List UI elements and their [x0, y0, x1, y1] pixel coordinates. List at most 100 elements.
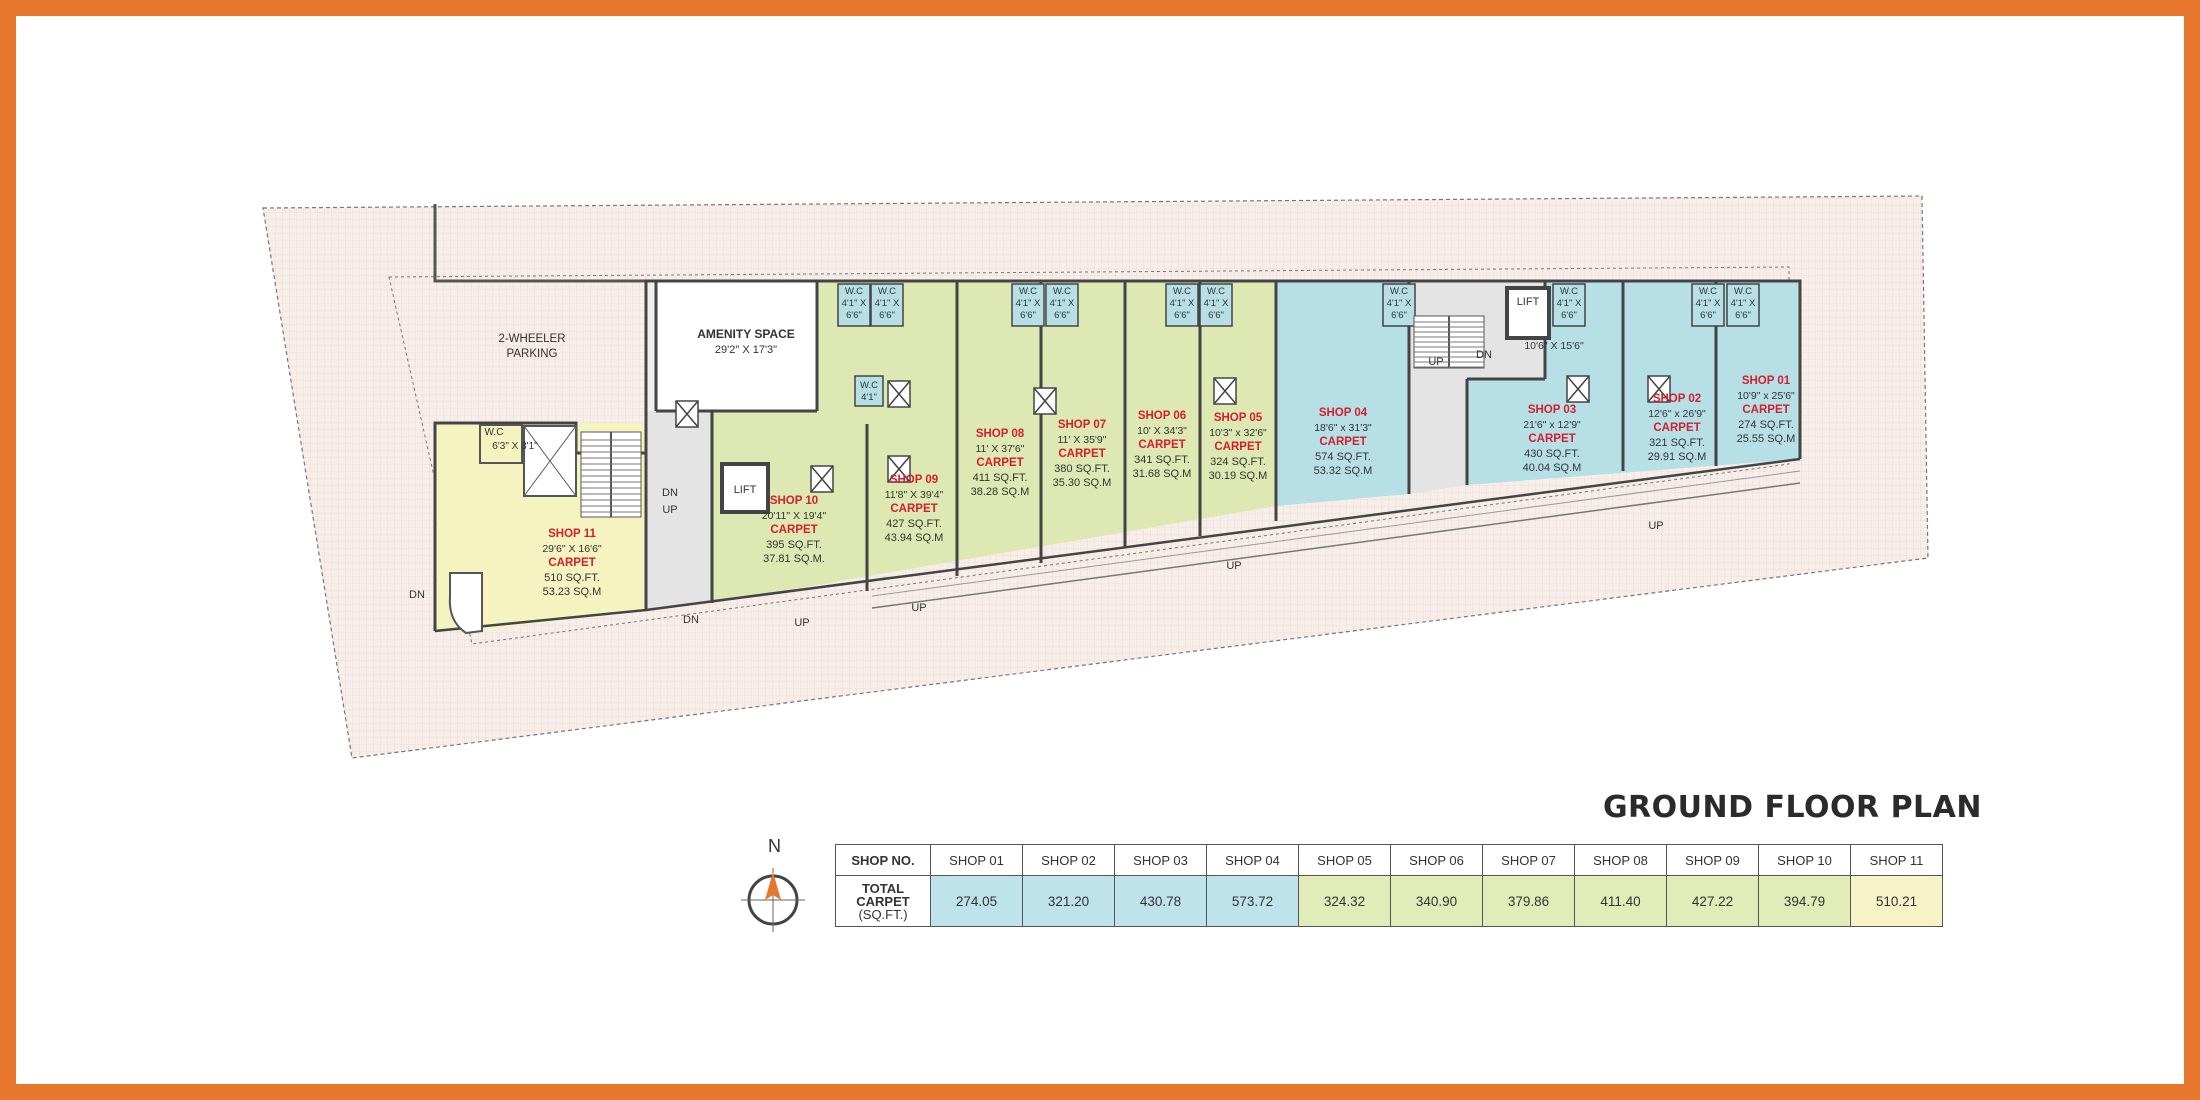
wc-dims-label: 4'1" X — [1387, 298, 1412, 309]
wc-room — [1382, 283, 1416, 327]
shop-dims-label: 10'3" x 32'6" — [1209, 427, 1267, 439]
shop-dims-label: 11' X 37'6" — [976, 443, 1025, 455]
shop-name-label: SHOP 09 — [890, 474, 938, 486]
shop-name-label: SHOP 05 — [1214, 412, 1263, 424]
up-label: UP — [794, 617, 809, 629]
table-value-cell: 510.21 — [1850, 875, 1943, 927]
wc-label: W.C — [878, 286, 896, 297]
table-value-cell: 324.32 — [1298, 875, 1391, 927]
table-value-cell: 321.20 — [1022, 875, 1115, 927]
up-label: UP — [662, 504, 677, 516]
service-shaft — [1033, 387, 1057, 415]
dn-label: DN — [1476, 349, 1492, 361]
shop-sqm-label: 37.81 SQ.M. — [763, 553, 825, 565]
parking-label: PARKING — [507, 348, 558, 360]
table-value-cell: 379.86 — [1482, 875, 1575, 927]
service-shaft — [810, 465, 834, 493]
shop-name-label: SHOP 01 — [1742, 375, 1791, 387]
shop-sqft-label: 324 SQ.FT. — [1210, 456, 1266, 468]
wc-label: W.C — [845, 286, 863, 297]
compass-north-label: N — [768, 836, 781, 856]
shop-carpet-label: CARPET — [1319, 436, 1366, 448]
shop-dims-label: 21'6" x 12'9" — [1523, 419, 1581, 431]
lift-label: LIFT — [1517, 296, 1540, 308]
shop-sqm-label: 43.94 SQ.M — [885, 532, 944, 544]
wc-dims-label: 4'1" X — [1696, 298, 1721, 309]
wc-dims-label: 4'1" X — [842, 298, 867, 309]
table-header-shop: SHOP 03 — [1114, 844, 1207, 876]
wc-dims-label: 6'3" X 3'1" — [492, 441, 538, 452]
shop-sqft-label: 274 SQ.FT. — [1738, 419, 1794, 431]
table-header-shop: SHOP 10 — [1758, 844, 1851, 876]
table-value-cell: 274.05 — [930, 875, 1023, 927]
shop-frontage — [434, 457, 1801, 633]
shop-sqft-label: 574 SQ.FT. — [1315, 451, 1371, 463]
lift-right — [1505, 286, 1551, 340]
shop-name-label: SHOP 04 — [1319, 407, 1368, 419]
table-value-cell: 394.79 — [1758, 875, 1851, 927]
shop-dims-label: 11'8" X 39'4" — [885, 489, 944, 501]
shop-sqm-label: 53.23 SQ.M — [543, 586, 602, 598]
shop-sqm-label: 38.28 SQ.M — [971, 486, 1030, 498]
zone-corridor-left — [646, 411, 712, 610]
amenity-dims-label: 29'2" X 17'3" — [715, 344, 777, 356]
wc-dims-label: 4'1" X — [1170, 298, 1195, 309]
shop-carpet-label: CARPET — [548, 557, 595, 569]
table-header-shop: SHOP 05 — [1298, 844, 1391, 876]
shop-sqm-label: 40.04 SQ.M — [1523, 462, 1582, 474]
wc-dims-label: 6'6" — [1054, 310, 1070, 321]
shop-name-label: SHOP 07 — [1058, 419, 1106, 431]
lift-label: LIFT — [734, 484, 757, 496]
zone-green-shops — [712, 281, 1276, 603]
shop-sqft-label: 341 SQ.FT. — [1134, 454, 1190, 466]
wc-dims-label: 4'1" X — [1204, 298, 1229, 309]
shop-carpet-label: CARPET — [770, 524, 817, 536]
wc-room — [837, 283, 871, 327]
wc-dims-label: 4'1" — [861, 392, 877, 403]
up-label: UP — [1648, 520, 1663, 532]
wc-dims-label: 4'1" X — [1557, 298, 1582, 309]
table-header-shop: SHOP 06 — [1390, 844, 1483, 876]
floor-plan-drawing: SHOP 01 10'9" x 25'6" CARPET 274 SQ.FT. 25.5… — [262, 195, 1929, 759]
row-label-line: TOTAL — [861, 880, 905, 896]
zone-blue-shops — [1276, 281, 1409, 506]
service-shaft — [675, 400, 699, 428]
table-header-shop: SHOP 07 — [1482, 844, 1575, 876]
up-label: UP — [911, 602, 926, 614]
shop-dims-label: 10'9" x 25'6" — [1737, 390, 1795, 402]
wc-dims-label: 6'6" — [1208, 310, 1224, 321]
up-label: UP — [1428, 356, 1443, 368]
shop-sqm-label: 53.32 SQ.M — [1314, 465, 1373, 477]
wc-dims-label: 6'6" — [879, 310, 895, 321]
wc-label: W.C — [1560, 286, 1578, 297]
shop-name-label: SHOP 06 — [1138, 410, 1186, 422]
shop-sqm-label: 31.68 SQ.M — [1133, 468, 1192, 480]
shop-sqm-label: 25.55 SQ.M — [1737, 433, 1796, 445]
building-line — [388, 266, 1790, 645]
page-title: GROUND FLOOR PLAN — [1602, 790, 1982, 825]
shop-name-label: SHOP 11 — [548, 528, 596, 540]
lobby-dims-label: 10'6" X 15'6" — [1524, 340, 1584, 352]
shop-carpet-label: CARPET — [890, 503, 937, 515]
entry-ramp-shop-11 — [448, 572, 483, 635]
shop-sqm-label: 29.91 SQ.M — [1648, 451, 1707, 463]
shop-sqft-label: 321 SQ.FT. — [1649, 437, 1705, 449]
table-row-label: TOTAL CARPET (SQ.FT.) — [835, 875, 931, 927]
shop-carpet-label: CARPET — [1058, 448, 1105, 460]
dn-label: DN — [409, 589, 425, 601]
stair-left — [580, 431, 642, 518]
shop-sqft-label: 380 SQ.FT. — [1054, 463, 1110, 475]
row-label-line: (SQ.FT.) — [858, 906, 908, 922]
wc-dims-label: 6'6" — [1174, 310, 1190, 321]
shop-carpet-label: CARPET — [1214, 441, 1261, 453]
wc-dims-label: 4'1" X — [1050, 298, 1075, 309]
shop-dims-label: 10' X 34'3" — [1137, 425, 1187, 437]
shop-sqft-label: 411 SQ.FT. — [973, 472, 1028, 484]
wc-room — [1045, 283, 1079, 327]
wc-label: W.C — [860, 380, 878, 391]
wc-room — [1011, 283, 1045, 327]
wc-dims-label: 6'6" — [1700, 310, 1716, 321]
north-compass: N — [732, 836, 822, 946]
parking-label: 2-WHEELER — [498, 333, 565, 345]
